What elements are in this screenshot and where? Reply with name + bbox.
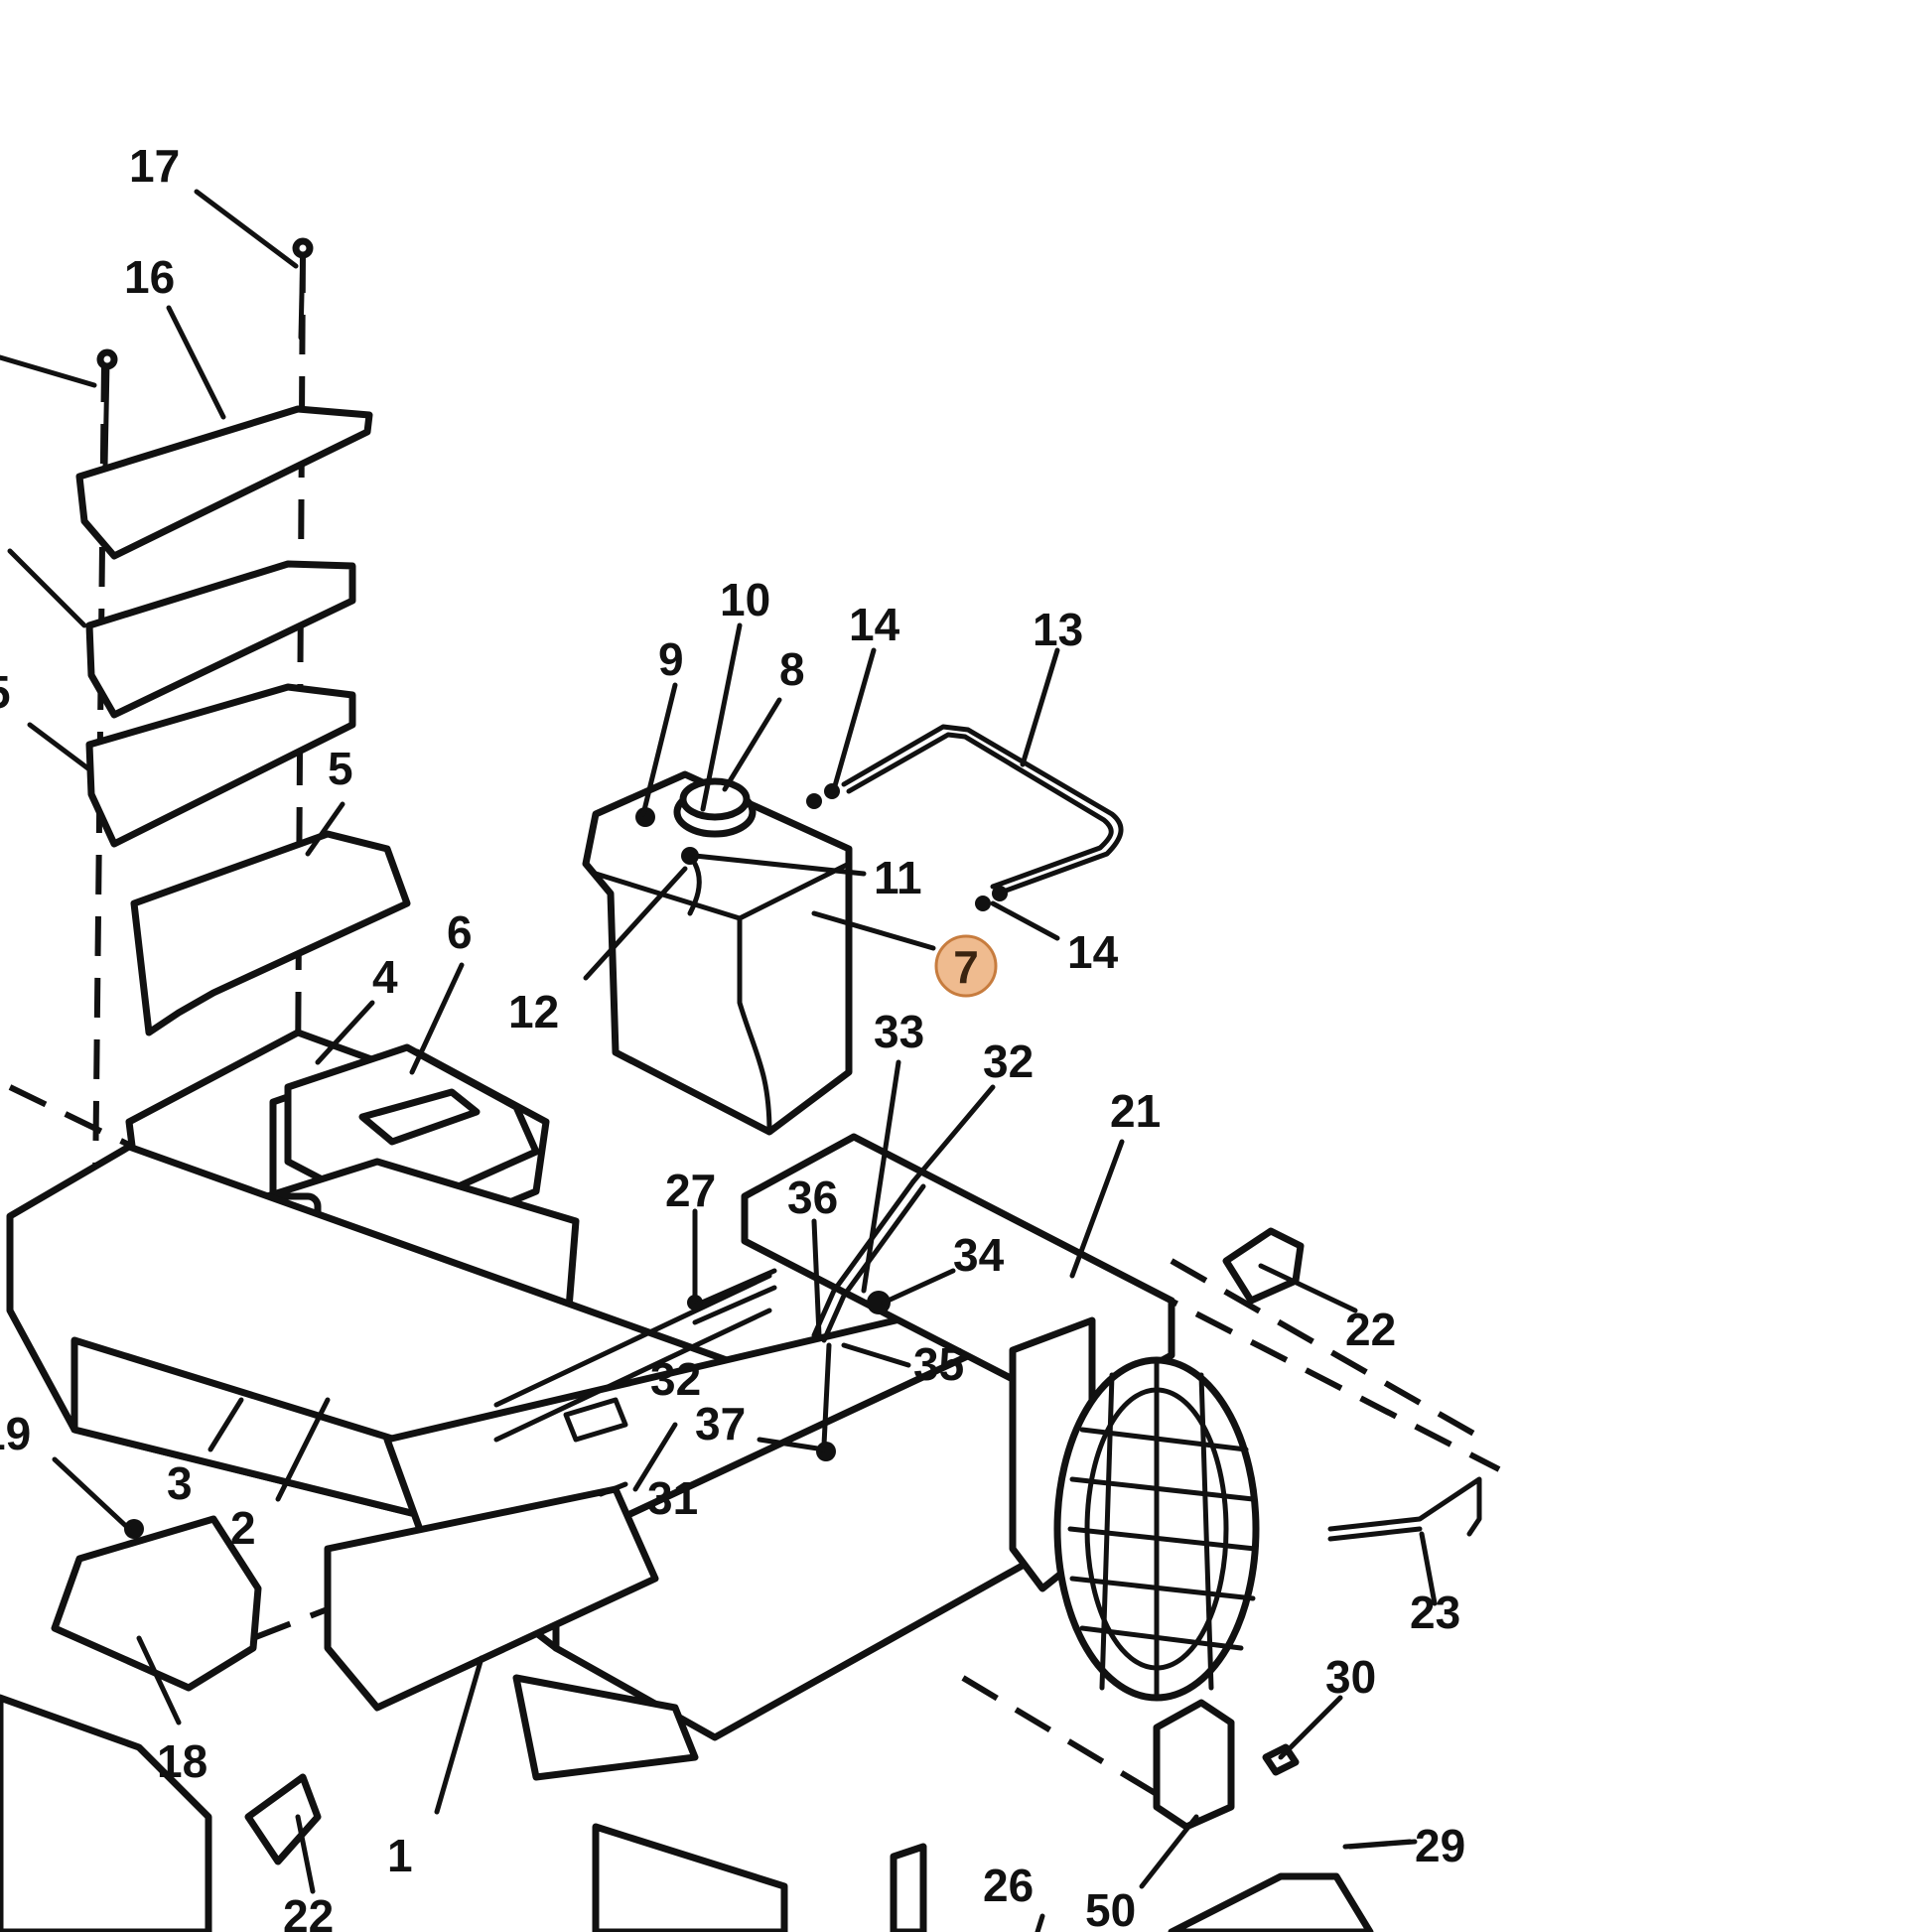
highlighted-callout-7[interactable]: 7 — [934, 934, 998, 998]
fuel-tank — [582, 770, 853, 1136]
callout-9: 9 — [658, 633, 684, 685]
callout-22: 22 — [283, 1890, 334, 1932]
callout-19: 19 — [0, 1408, 31, 1459]
fuel-line — [806, 724, 1124, 911]
callout-2: 2 — [230, 1502, 256, 1554]
callout-37: 37 — [695, 1398, 746, 1449]
loose-parts — [0, 1227, 1482, 1932]
callout-21: 21 — [1110, 1085, 1161, 1137]
callout-36: 36 — [787, 1172, 838, 1223]
callout-5: 5 — [328, 743, 353, 794]
shelf-panels — [75, 405, 411, 1036]
callout-14: 14 — [1067, 926, 1119, 978]
callout-11: 11 — [874, 852, 922, 903]
callout-27: 27 — [665, 1165, 716, 1216]
callout-33: 33 — [874, 1006, 924, 1057]
callout-29: 29 — [1415, 1820, 1465, 1871]
callout-32: 32 — [983, 1035, 1034, 1087]
callout-16: 16 — [124, 251, 175, 303]
wheel — [1053, 1356, 1260, 1702]
main-frame — [6, 1143, 1056, 1932]
callout-18: 18 — [157, 1735, 207, 1787]
callout-31: 31 — [647, 1472, 698, 1524]
callout-1: 1 — [387, 1830, 413, 1881]
callout-23: 23 — [1410, 1587, 1460, 1638]
mounting-bolts — [96, 237, 314, 470]
callout-17: 17 — [129, 140, 180, 192]
callout-35: 35 — [913, 1338, 964, 1390]
callout-34: 34 — [953, 1229, 1005, 1281]
callout-50: 50 — [1085, 1884, 1136, 1932]
callout-4: 4 — [372, 951, 398, 1003]
callout-12: 12 — [508, 986, 559, 1037]
callout-32: 32 — [650, 1353, 701, 1405]
callout-6: 6 — [447, 906, 473, 958]
callout-30: 30 — [1325, 1651, 1376, 1703]
callout-8: 8 — [779, 643, 805, 695]
callout-labels: 17 16 5 5 4 6 3 2 1 19 18 22 22 10 9 8 1… — [0, 140, 1465, 1932]
callout-13: 13 — [1033, 604, 1083, 655]
callout-3: 3 — [167, 1457, 193, 1509]
callout-7: 7 — [953, 941, 979, 993]
callout-26: 26 — [983, 1860, 1034, 1911]
callout-leaders — [0, 189, 1438, 1932]
highlight-marker — [934, 934, 998, 998]
callout-5: 5 — [0, 666, 11, 718]
callout-14: 14 — [849, 599, 900, 650]
callout-22: 22 — [1345, 1304, 1396, 1355]
callout-10: 10 — [720, 574, 770, 625]
